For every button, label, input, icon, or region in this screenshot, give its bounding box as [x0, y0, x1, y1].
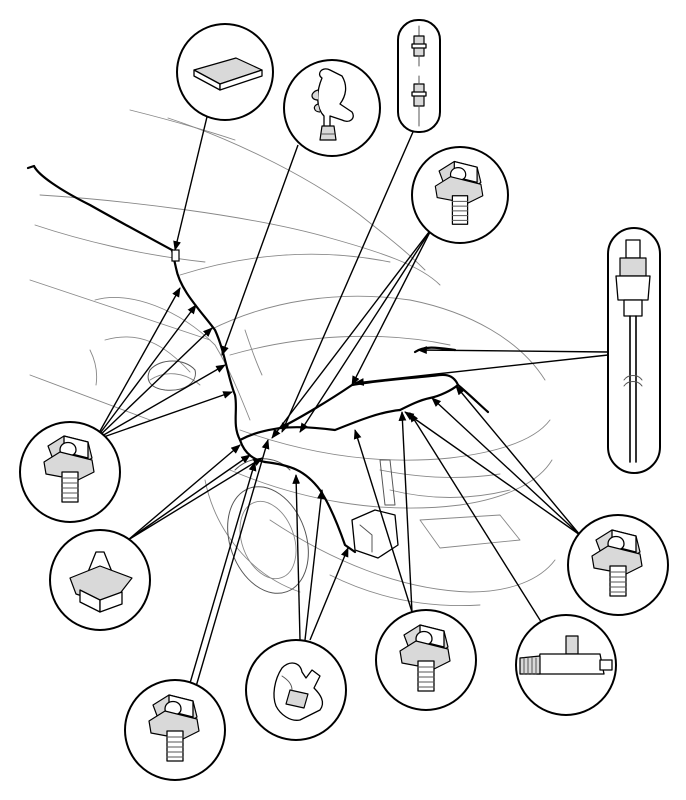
foam-pad-callout — [176, 23, 274, 121]
hose-joint-icon — [411, 25, 427, 127]
washer-hose — [26, 164, 490, 554]
leader-lines — [94, 95, 609, 691]
clip-callout-bottom-center — [245, 639, 347, 741]
foam-pad-icon — [193, 57, 263, 91]
washer-nozzle-tube-icon — [615, 239, 651, 463]
hose-clip-icon — [311, 68, 354, 141]
clamp-callout-left — [19, 421, 121, 523]
clamp-callout-right — [567, 514, 669, 616]
clamp-callout-top — [411, 146, 509, 244]
t-joint-callout — [515, 614, 617, 716]
hook-clip-icon — [273, 662, 324, 721]
clamp-callout-bottom-mid — [375, 609, 477, 711]
hose-clip-callout-top — [283, 59, 381, 157]
clip-callout-left — [49, 529, 151, 631]
t-joint-icon — [519, 635, 613, 675]
push-clip-icon — [69, 551, 133, 613]
nozzle-tube-callout — [607, 227, 661, 474]
hose-joint-callout — [397, 19, 441, 133]
vehicle-outline — [29, 109, 556, 607]
clamp-callout-bottom-left — [124, 679, 226, 781]
